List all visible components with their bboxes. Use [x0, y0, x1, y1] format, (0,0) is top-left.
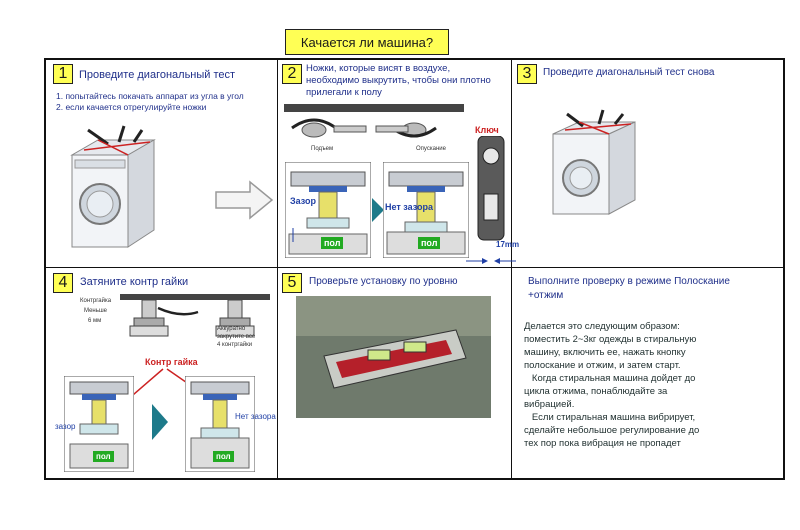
extra-line: цикла отжима, понаблюдайте за: [524, 386, 668, 397]
wrench-label: Ключ: [475, 125, 499, 135]
page-title: Качается ли машина?: [285, 29, 449, 55]
extra-line: тех пор пока вибрация не пропадет: [524, 438, 681, 449]
locknut-label: Контргайка: [80, 298, 112, 304]
arrow-right-icon: [152, 404, 168, 440]
step-5-heading: Проверьте установку по уровню: [309, 276, 458, 287]
locknut-callout: Контр гайка: [145, 357, 198, 367]
instruction-grid: [44, 58, 785, 480]
less-label: Меньше: [84, 308, 107, 314]
foot-adjust-illustration: [284, 104, 464, 138]
step-5-number: 5: [282, 273, 302, 293]
wrench-size-label: 17mm: [496, 240, 520, 249]
divider: [277, 58, 278, 480]
lift-label: Подъем: [311, 146, 334, 152]
step-1-line-2: 2. если качается отрегулируйте ножки: [56, 102, 207, 112]
gap-label: Зазор: [290, 196, 316, 206]
wrench-icon: [477, 136, 505, 241]
careful-line-2: закрутите все: [217, 334, 256, 340]
extra-line: полоскание и отжим, и затем старт.: [524, 360, 681, 371]
extra-line: Когда стиральная машина дойдет до: [524, 373, 696, 384]
step-1-line-1: 1. попытайтесь покачать аппарат из угла …: [56, 91, 244, 101]
divider: [44, 267, 785, 268]
step-4-number: 4: [53, 273, 73, 293]
floor-label: пол: [213, 451, 234, 462]
spirit-level-photo: [296, 296, 491, 418]
careful-line-3: 4 контргайки: [217, 342, 253, 348]
floor-label: пол: [321, 237, 344, 249]
arrow-right-icon: [372, 198, 384, 222]
careful-line-1: Аккуратно: [217, 326, 246, 332]
floor-label: пол: [418, 237, 441, 249]
locknut-illustration: [120, 294, 270, 337]
step-3-heading: Проведите диагональный тест снова: [543, 67, 715, 78]
washing-machine-illustration: [70, 125, 156, 248]
arrow-right-icon: [215, 180, 274, 220]
divider: [511, 58, 512, 480]
gap-label: зазор: [55, 422, 76, 431]
extra-heading: Выполните проверку в режиме Полоскание +…: [528, 276, 730, 301]
extra-line: Если стиральная машина вибрирует,: [524, 412, 696, 423]
step-2-heading: Ножки, которые висят в воздухе, необходи…: [306, 63, 491, 98]
extra-line: поместить 2~3кг одежды в стиральную: [524, 334, 697, 345]
floor-label: пол: [93, 451, 114, 462]
lower-label: Опускание: [416, 146, 446, 152]
step-1-heading: Проведите диагональный тест: [79, 69, 236, 81]
extra-line: машину, включить ее, нажать кнопку: [524, 347, 686, 358]
washing-machine-illustration: [552, 109, 636, 215]
step-2-number: 2: [282, 64, 302, 84]
extra-line: сделайте небольшое регулирование до: [524, 425, 700, 436]
no-gap-label: Нет зазора: [385, 202, 434, 212]
step-1-number: 1: [53, 64, 73, 84]
mm-label: 6 мм: [88, 318, 102, 324]
extra-line: вибрацией.: [524, 399, 575, 410]
extra-line: Делается это следующим образом:: [524, 321, 680, 332]
no-gap-label: Нет зазора: [235, 412, 276, 421]
step-4-heading: Затяните контр гайки: [80, 276, 189, 288]
measurement-arrows: [466, 258, 516, 264]
step-3-number: 3: [517, 64, 537, 84]
